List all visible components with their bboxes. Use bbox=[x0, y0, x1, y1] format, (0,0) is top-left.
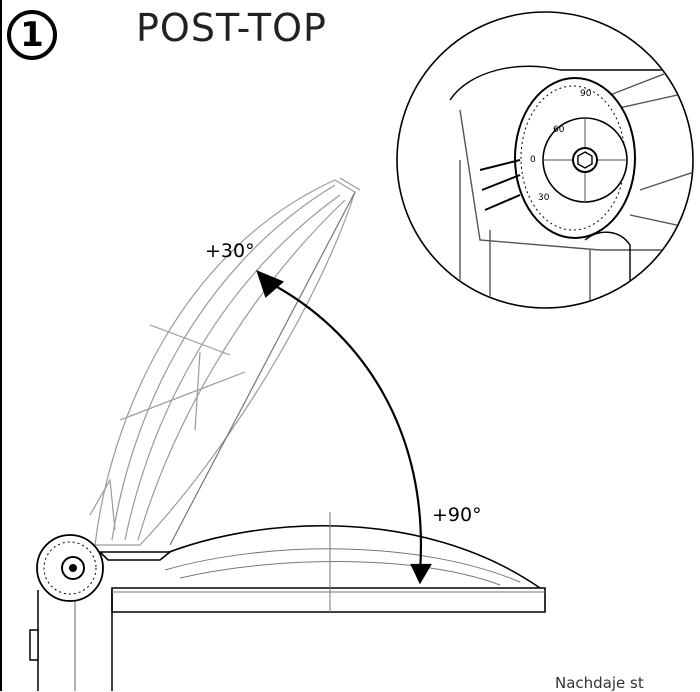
step-number-badge: 1 bbox=[7, 10, 57, 60]
luminaire-tilted bbox=[89, 177, 361, 546]
dial-mark-top: 90 bbox=[580, 89, 592, 99]
angle-label-bottom: +90° bbox=[432, 504, 482, 526]
dial-mark-upper: 60 bbox=[553, 125, 565, 135]
angle-arrow bbox=[256, 270, 432, 585]
luminaire-horizontal bbox=[98, 512, 546, 613]
dial-mark-middle: 0 bbox=[530, 155, 536, 165]
page-title: POST-TOP bbox=[136, 6, 327, 50]
angle-label-top: +30° bbox=[205, 240, 255, 262]
joint-dial bbox=[36, 534, 104, 602]
detail-inset: 90 60 0 30 bbox=[396, 11, 694, 309]
footer-text: Nachdaje st bbox=[555, 674, 644, 692]
post bbox=[29, 590, 113, 691]
left-border-line bbox=[0, 0, 2, 691]
dial-mark-lower: 30 bbox=[538, 193, 550, 203]
